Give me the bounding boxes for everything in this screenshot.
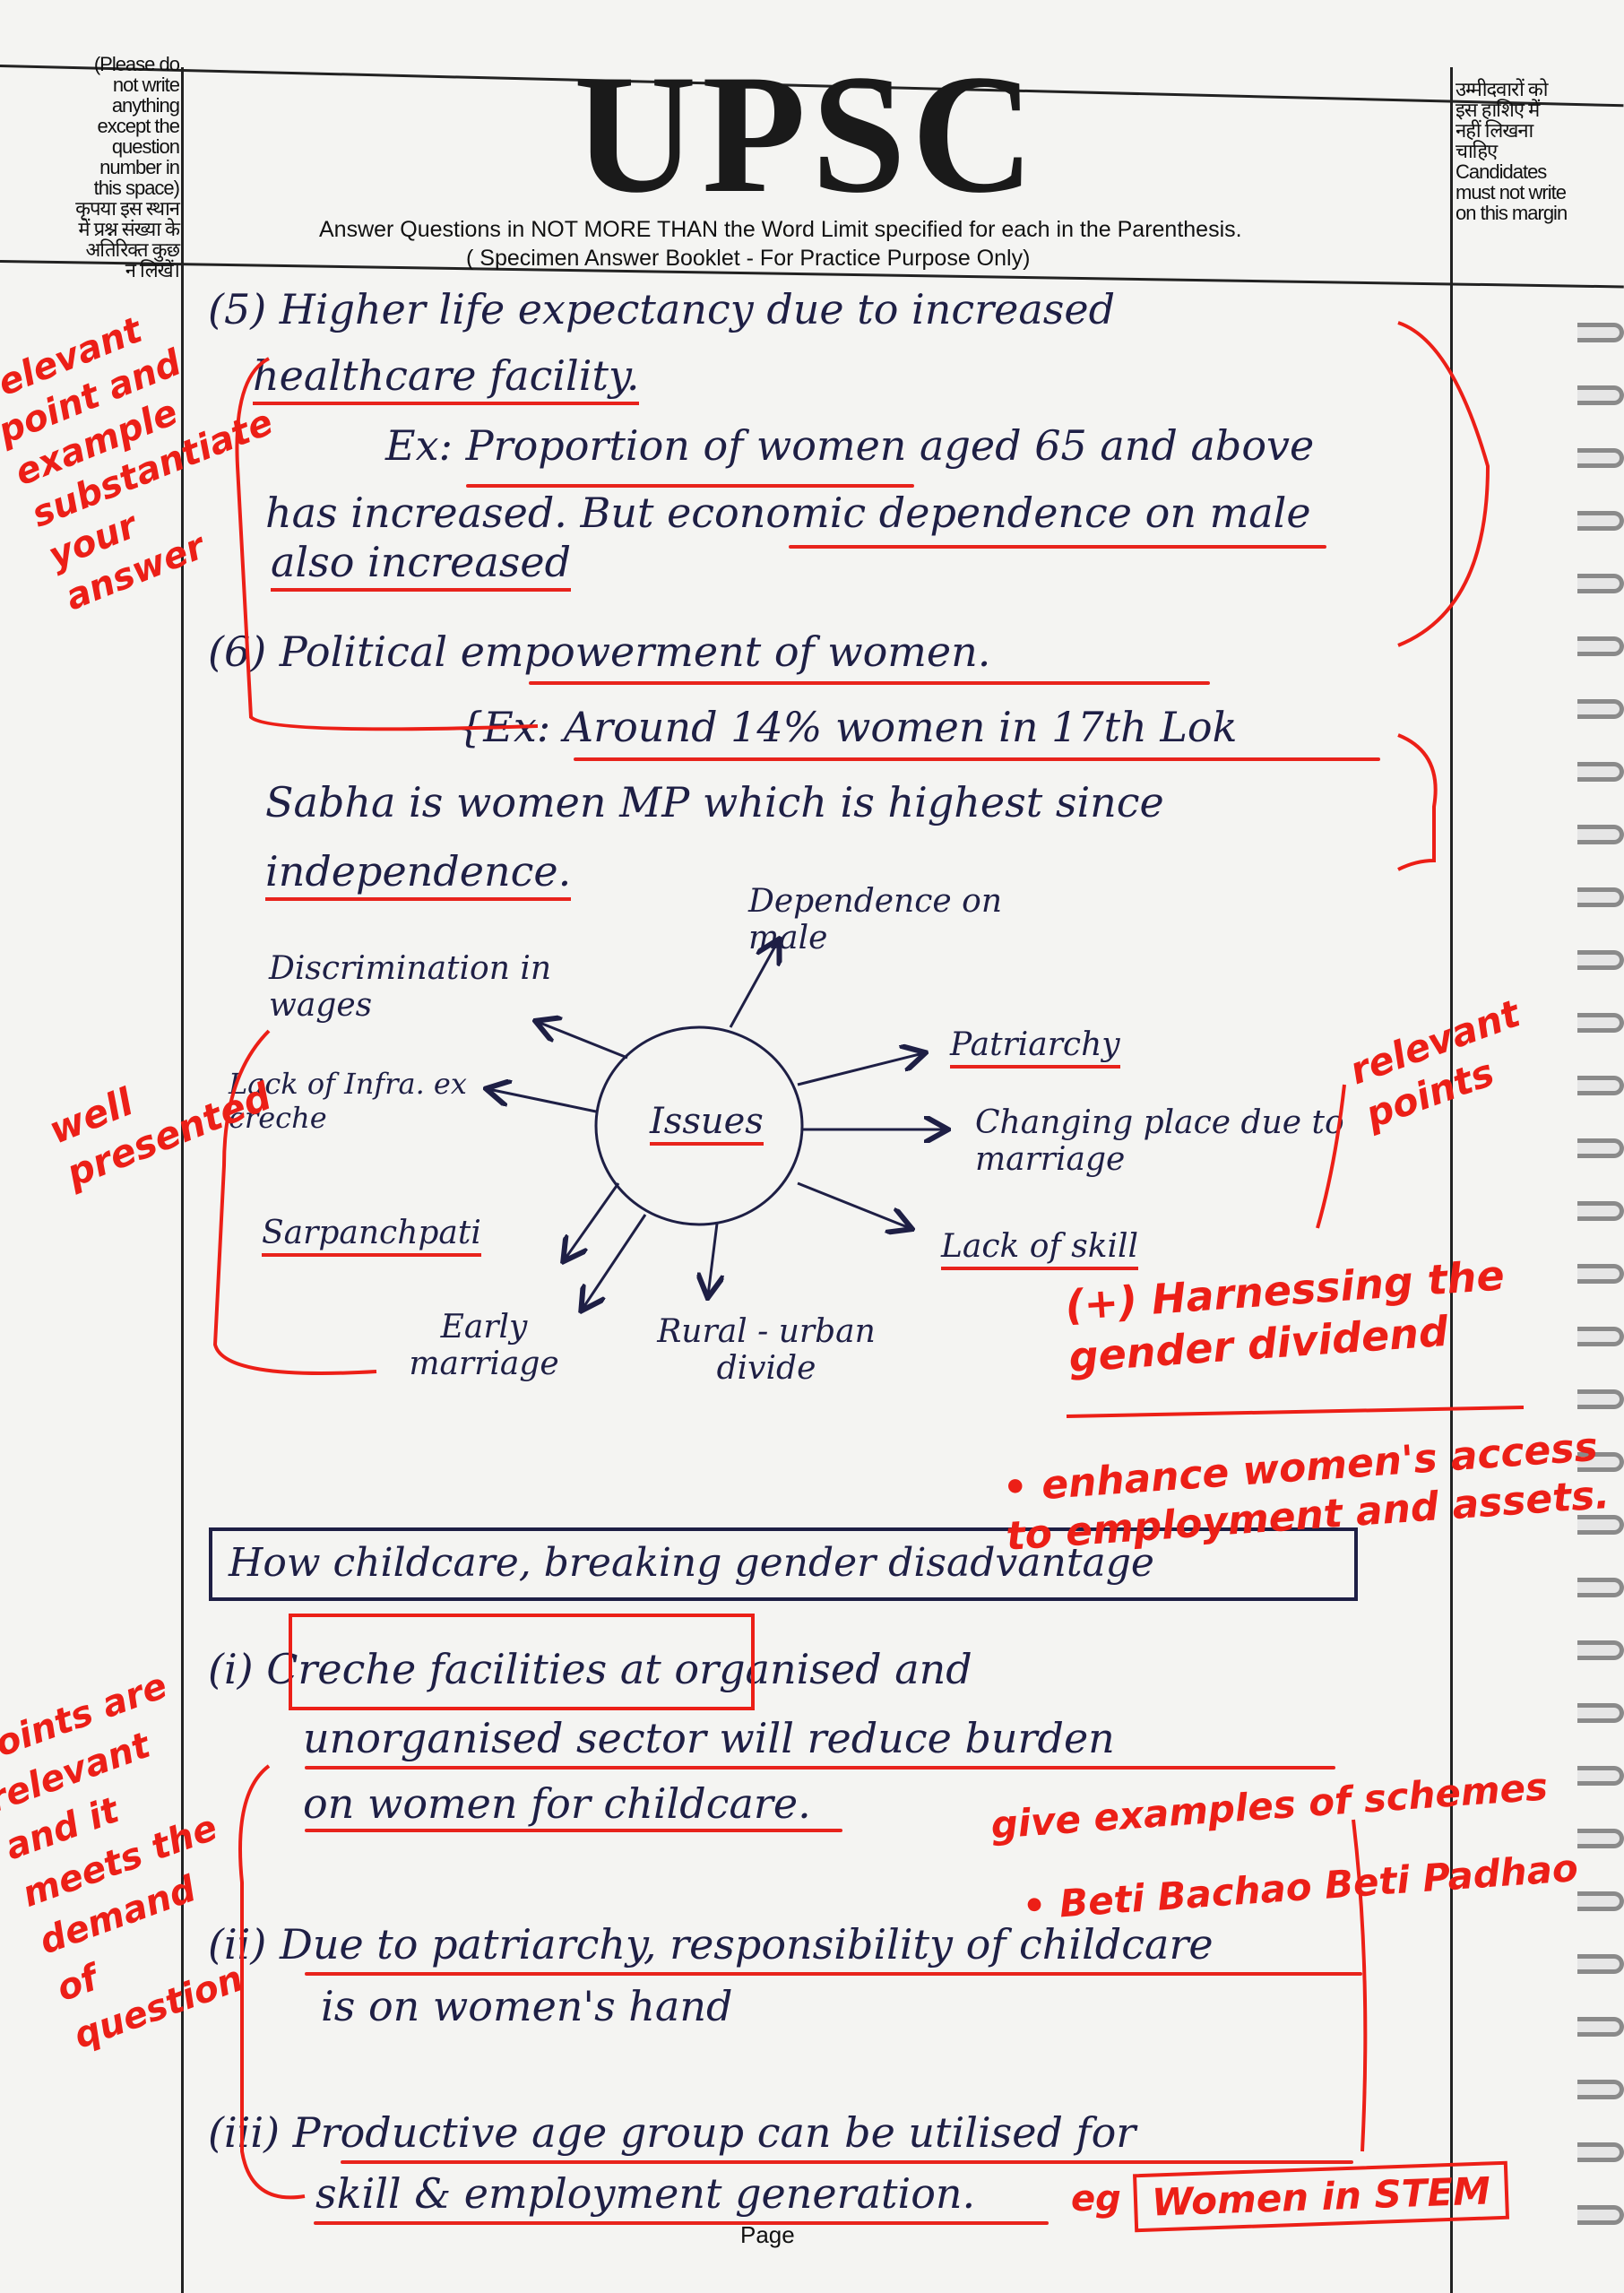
creche-box xyxy=(289,1614,755,1710)
mindmap-node: Discrimination in wages xyxy=(269,950,552,1024)
arrow xyxy=(797,1181,910,1228)
comment-stem-prefix: eg xyxy=(1071,2178,1121,2219)
red-underline xyxy=(529,681,1210,685)
answer-line: has increased. But economic dependence o… xyxy=(265,489,1311,537)
mindmap-center: Issues xyxy=(650,1101,764,1146)
section-heading: How childcare, breaking gender disadvant… xyxy=(209,1527,1358,1601)
header-instruction: Answer Questions in NOT MORE THAN the Wo… xyxy=(319,217,1242,242)
red-underline xyxy=(305,1766,1335,1770)
point-line: (i) Creche facilities at organised and xyxy=(208,1645,972,1693)
arrow xyxy=(565,1182,620,1259)
red-underline xyxy=(466,484,914,488)
red-underline xyxy=(574,757,1380,761)
page-label: Page xyxy=(740,2221,795,2248)
arrow xyxy=(583,1214,647,1309)
mindmap-node: Sarpanchpati xyxy=(262,1215,481,1257)
answer-line: Ex: Proportion of women aged 65 and abov… xyxy=(385,421,1315,470)
answer-line: (6) Political empowerment of women. xyxy=(208,627,991,676)
red-underline xyxy=(305,1972,1362,1976)
mindmap-node: Patriarchy xyxy=(950,1026,1120,1069)
arrow xyxy=(538,1022,628,1060)
point-line: unorganised sector will reduce burden xyxy=(303,1714,1115,1762)
arrow xyxy=(488,1089,597,1113)
left-margin-note: (Please do not write anything except the… xyxy=(75,53,180,281)
mindmap-node: Lack of skill xyxy=(941,1228,1139,1270)
point-line: skill & employment generation. xyxy=(315,2169,976,2218)
answer-line: Sabha is women MP which is highest since xyxy=(265,778,1164,826)
arrow xyxy=(729,941,778,1028)
red-underline xyxy=(314,2221,1049,2225)
header-subtitle: ( Specimen Answer Booklet - For Practice… xyxy=(466,246,1031,271)
right-margin-note: उम्मीदवारों को इस हाशिए में नहीं लिखना च… xyxy=(1456,78,1568,224)
mindmap-node: Rural - urban divide xyxy=(657,1313,876,1387)
mindmap-node: Lack of Infra. ex creche xyxy=(229,1067,467,1135)
answer-line: healthcare facility. xyxy=(253,351,640,405)
answer-line: {Ex: Around 14% women in 17th Lok xyxy=(457,703,1238,751)
answer-line: (5) Higher life expectancy due to increa… xyxy=(208,285,1116,333)
answer-line: independence. xyxy=(265,847,572,901)
header-title: UPSC xyxy=(574,40,1041,229)
answer-line: also increased xyxy=(271,538,572,592)
point-line: (ii) Due to patriarchy, responsibility o… xyxy=(208,1920,1214,1969)
point-line: (iii) Productive age group can be utilis… xyxy=(208,2108,1136,2157)
red-underline xyxy=(305,1829,842,1832)
mindmap-node: Early marriage xyxy=(409,1309,559,1382)
left-margin-line xyxy=(181,67,184,2293)
point-line: on women for childcare. xyxy=(303,1779,811,1828)
mindmap-node: Dependence on male xyxy=(748,883,1003,956)
red-underline xyxy=(341,2160,1353,2164)
right-margin-line xyxy=(1450,67,1453,2293)
mindmap-node: Changing place due to marriage xyxy=(975,1104,1344,1178)
point-line: is on women's hand xyxy=(321,1982,733,2030)
arrow xyxy=(708,1223,717,1295)
red-underline xyxy=(789,545,1326,549)
issues-ellipse xyxy=(594,1025,804,1226)
arrow xyxy=(797,1053,923,1086)
